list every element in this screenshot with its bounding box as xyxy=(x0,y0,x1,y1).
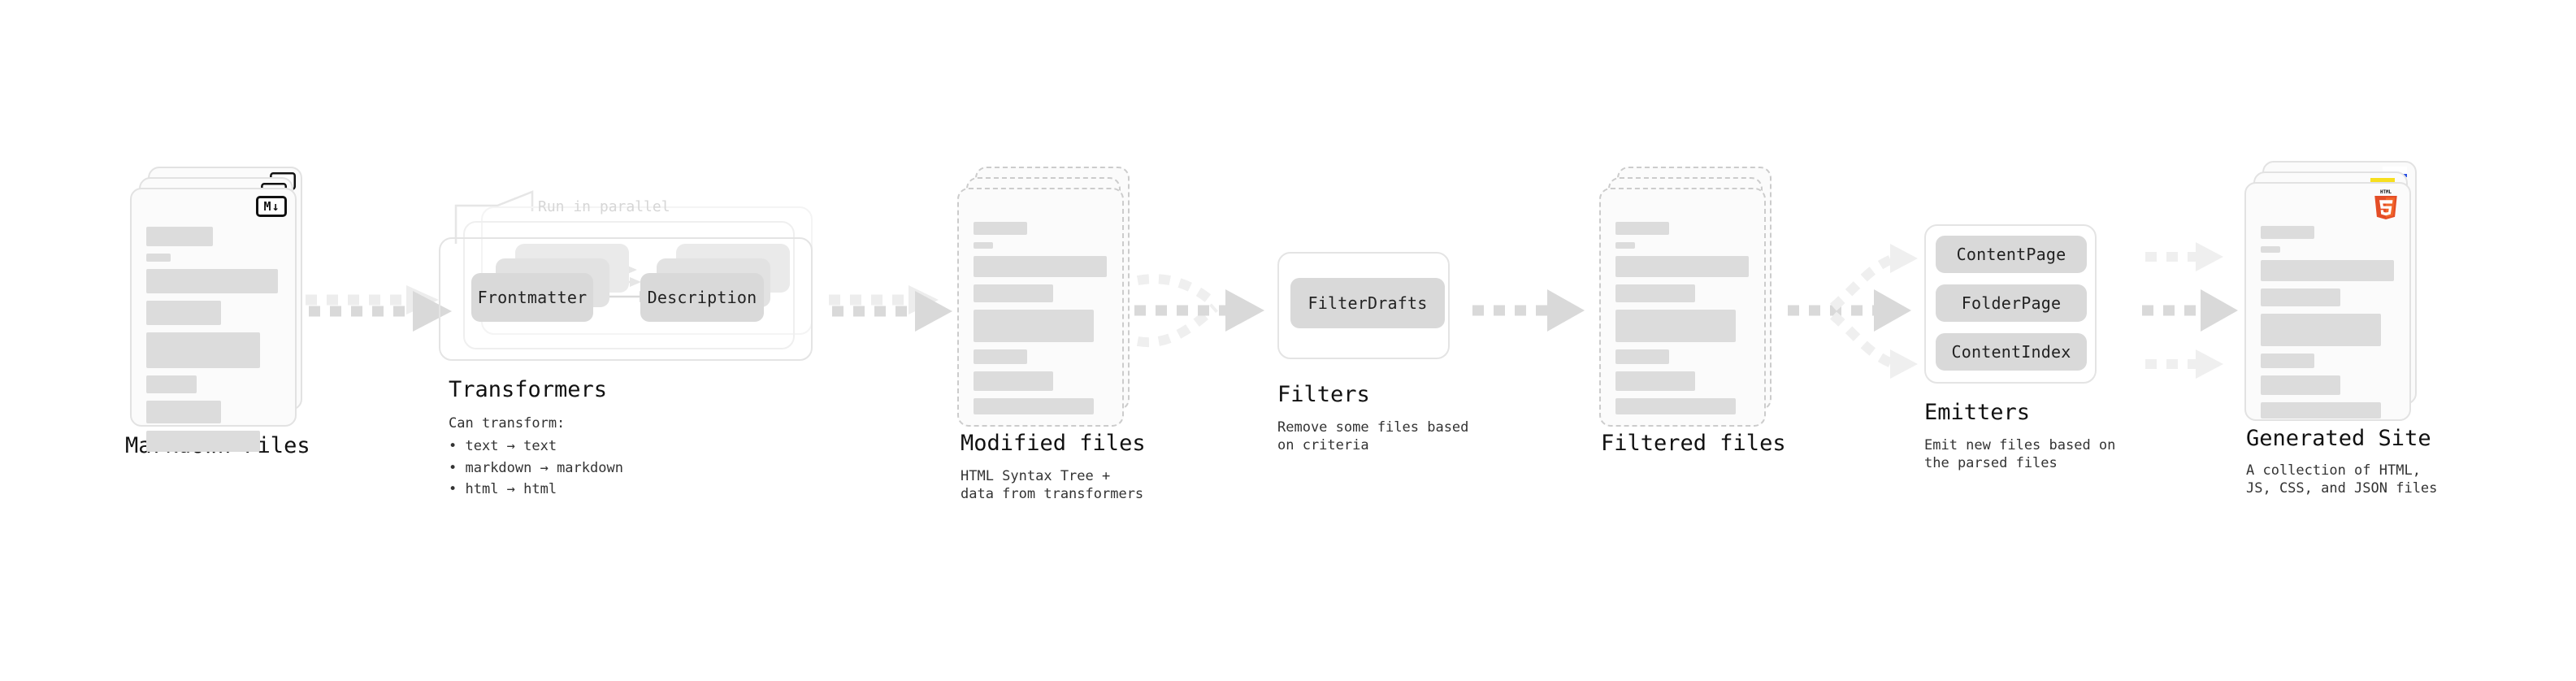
stage-subtitle-emitters: Emit new files based on the parsed files xyxy=(1924,437,2116,472)
markdown-icon-arrow: ↓ xyxy=(271,198,280,214)
stage-subtitle-modified-files: HTML Syntax Tree + data from transformer… xyxy=(961,468,1144,503)
skeleton-bar xyxy=(974,256,1107,277)
transformer-pill-frontmatter[interactable]: Frontmatter xyxy=(471,273,593,322)
pill-label: Frontmatter xyxy=(477,288,588,307)
skeleton-bar xyxy=(974,222,1027,235)
skeleton-bar xyxy=(974,310,1094,342)
emitter-pill-contentpage[interactable]: ContentPage xyxy=(1936,236,2087,273)
pill-label: ContentIndex xyxy=(1951,342,2071,362)
arrow-filtered-to-emitters xyxy=(1788,244,1918,379)
skeleton-bar xyxy=(2261,226,2314,239)
svg-text:HTML: HTML xyxy=(2380,190,2392,195)
skeleton-bar xyxy=(2261,246,2280,253)
skeleton-bars xyxy=(1615,222,1751,422)
list-item: html → html xyxy=(449,479,623,500)
stage-title-modified-files: Modified files xyxy=(961,431,1146,456)
list-header: Can transform: xyxy=(449,415,566,432)
skeleton-bar xyxy=(974,284,1053,302)
skeleton-bar xyxy=(1615,310,1736,342)
skeleton-bar xyxy=(1615,222,1669,235)
stage-subtitle-filters: Remove some files based on criteria xyxy=(1277,419,1469,454)
stage-title-filtered-files: Filtered files xyxy=(1601,431,1786,456)
emitter-pill-contentindex[interactable]: ContentIndex xyxy=(1936,333,2087,371)
stage-title-filters: Filters xyxy=(1277,382,1370,407)
skeleton-bar xyxy=(146,301,221,325)
list-item: text → text xyxy=(449,436,623,457)
skeleton-bar xyxy=(2261,402,2381,419)
arrow-filters-to-filtered xyxy=(1472,289,1585,332)
skeleton-bar xyxy=(974,349,1027,364)
stage-title-emitters: Emitters xyxy=(1924,400,2031,425)
skeleton-bar xyxy=(1615,284,1695,302)
skeleton-bar xyxy=(2261,354,2314,368)
transformer-group-front xyxy=(439,237,813,361)
emitter-pill-folderpage[interactable]: FolderPage xyxy=(1936,284,2087,322)
skeleton-bar xyxy=(2261,288,2340,306)
arrow-transformers-to-modified xyxy=(829,285,952,332)
skeleton-bar xyxy=(1615,349,1669,364)
list-items: text → text markdown → markdown html → h… xyxy=(449,436,623,500)
skeleton-bars xyxy=(2261,226,2396,426)
html5-icon-svg: HTML xyxy=(2374,190,2397,219)
skeleton-bar xyxy=(2261,314,2381,346)
transformer-pill-description[interactable]: Description xyxy=(640,273,764,322)
markdown-files-card: M↓ M↓ M↓ xyxy=(130,167,302,452)
stage-title-transformers: Transformers xyxy=(449,377,608,402)
skeleton-bars xyxy=(974,222,1109,422)
generated-site-card: CSS HTML xyxy=(2244,161,2417,421)
pill-label: FilterDrafts xyxy=(1308,293,1428,313)
sheet-front xyxy=(1599,188,1766,427)
filter-pill-filterdrafts[interactable]: FilterDrafts xyxy=(1290,278,1445,328)
skeleton-bar xyxy=(1615,256,1749,277)
modified-files-card xyxy=(957,167,1130,427)
skeleton-bar xyxy=(1615,242,1635,249)
transformer-group-mid xyxy=(463,221,795,349)
skeleton-bar xyxy=(146,269,278,293)
markdown-icon-letter: M xyxy=(263,198,271,214)
arrow-modified-to-filters xyxy=(1134,274,1264,348)
skeleton-bar xyxy=(974,398,1094,414)
skeleton-bar xyxy=(146,401,221,423)
skeleton-bar xyxy=(974,242,993,249)
skeleton-bar xyxy=(146,375,197,393)
skeleton-bar xyxy=(2261,375,2340,395)
skeleton-bar xyxy=(974,371,1053,391)
html5-icon: HTML xyxy=(2372,189,2400,219)
skeleton-bar xyxy=(146,227,213,246)
list-item: markdown → markdown xyxy=(449,458,622,479)
markdown-icon: M↓ xyxy=(256,196,287,217)
skeleton-bars xyxy=(146,227,282,459)
filtered-files-card xyxy=(1599,167,1772,427)
skeleton-bar xyxy=(2261,260,2394,281)
sheet-front xyxy=(957,188,1124,427)
skeleton-bar xyxy=(146,254,171,262)
run-in-parallel-note: Run in parallel xyxy=(538,198,670,215)
sheet-front: HTML xyxy=(2244,182,2411,421)
skeleton-bar xyxy=(1615,398,1736,414)
stage-title-generated-site: Generated Site xyxy=(2246,426,2431,451)
pill-label: ContentPage xyxy=(1956,245,2066,264)
transformers-capability-list: Can transform: text → text markdown → ma… xyxy=(449,413,623,500)
arrow-emitters-to-site xyxy=(2142,242,2238,379)
skeleton-bar xyxy=(146,431,260,452)
sheet-front: M↓ xyxy=(130,188,297,452)
skeleton-bar xyxy=(1615,371,1695,391)
skeleton-bar xyxy=(146,332,260,368)
stage-subtitle-generated-site: A collection of HTML, JS, CSS, and JSON … xyxy=(2246,462,2438,497)
arrow-markdown-to-transformers xyxy=(306,285,452,332)
pill-label: Description xyxy=(647,288,757,307)
pill-label: FolderPage xyxy=(1961,293,2062,313)
